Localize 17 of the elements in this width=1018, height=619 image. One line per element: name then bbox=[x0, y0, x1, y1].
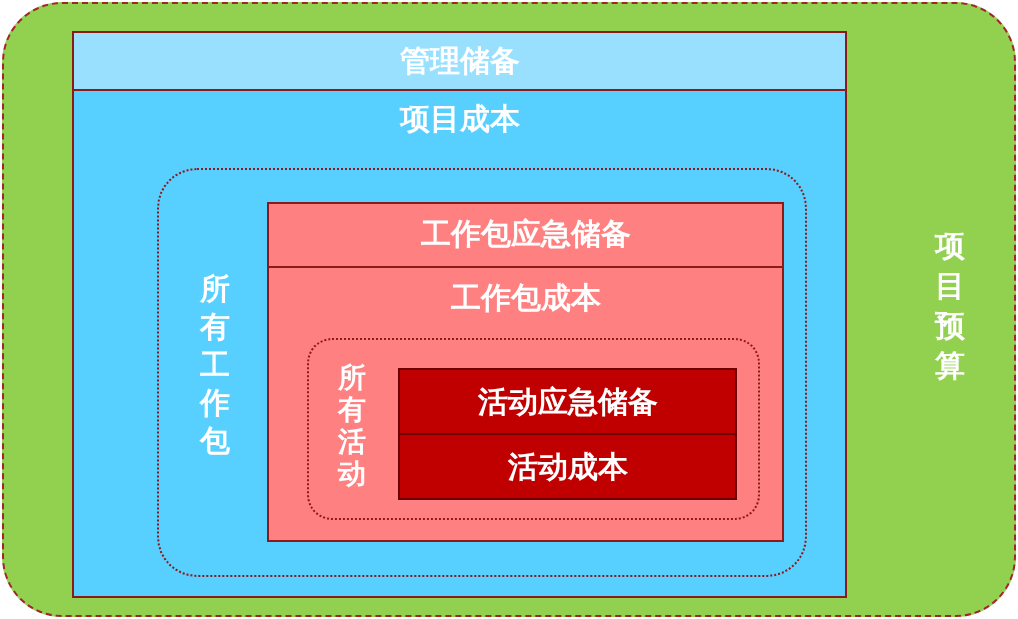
cost-panel bbox=[267, 266, 784, 542]
node-label: 活动成本 bbox=[507, 449, 628, 485]
node-label: 项目成本 bbox=[399, 101, 520, 137]
node-label: 所有工作包 bbox=[199, 270, 231, 460]
node-label: 工作包应急储备 bbox=[420, 216, 631, 252]
cost-panel bbox=[398, 433, 737, 500]
reserve-band bbox=[72, 31, 847, 91]
node-label: 工作包成本 bbox=[450, 280, 601, 316]
node-label: 所有活动 bbox=[337, 362, 367, 490]
cost-panel bbox=[72, 89, 847, 598]
reserve-band bbox=[398, 368, 737, 435]
dotted-group bbox=[307, 338, 760, 520]
node-label: 管理储备 bbox=[399, 43, 520, 79]
dotted-group bbox=[157, 168, 807, 577]
node-label: 项目预算 bbox=[934, 227, 966, 385]
reserve-band bbox=[267, 202, 784, 268]
node-label: 活动应急储备 bbox=[477, 384, 658, 420]
